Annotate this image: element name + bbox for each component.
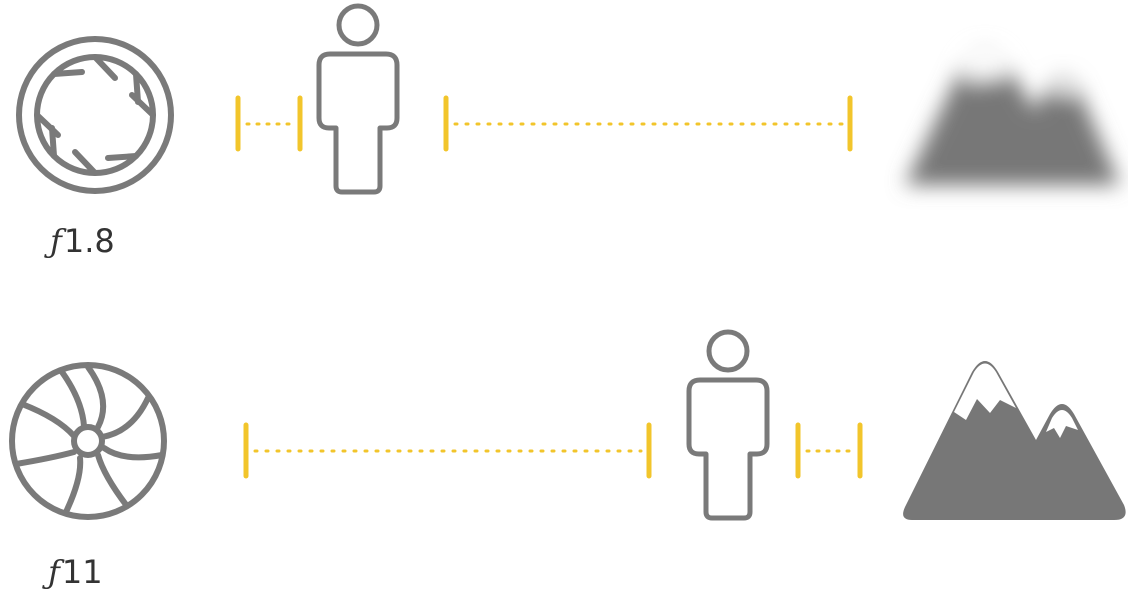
far-distance-bracket-short (798, 425, 860, 476)
row-wide-aperture (19, 6, 1120, 192)
aperture-open-icon (19, 39, 171, 191)
person-icon-far (689, 332, 767, 518)
person-icon (319, 6, 397, 192)
near-distance-bracket (238, 98, 300, 149)
aperture-value: 1.8 (64, 222, 115, 260)
aperture-value: 11 (62, 553, 103, 591)
aperture-label-f1-8: ƒ1.8 (50, 222, 115, 260)
f-number-symbol: ƒ (48, 553, 60, 591)
far-distance-bracket (446, 98, 850, 149)
row-narrow-aperture (12, 332, 1126, 520)
aperture-label-f11: ƒ11 (48, 553, 103, 591)
near-distance-bracket-long (246, 425, 649, 476)
f-number-symbol: ƒ (50, 222, 62, 260)
mountain-blurred-icon (905, 48, 1120, 186)
mountain-sharp-icon (903, 361, 1126, 520)
aperture-closed-icon (12, 365, 164, 517)
